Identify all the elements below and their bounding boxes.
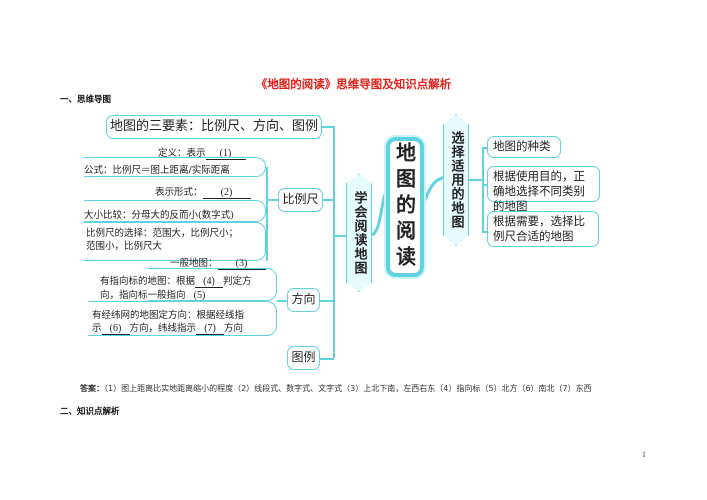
direction-grid-bracket (88, 301, 277, 336)
scale-definition: 定义：表示(1) (158, 145, 246, 160)
blank-7: (7) (196, 324, 225, 335)
connector-line (333, 235, 347, 237)
page-number: 1 (642, 450, 646, 459)
connector-line (266, 167, 268, 261)
connector-line (266, 199, 278, 201)
blank-6: (6) (101, 324, 130, 335)
answer-label: 答案： (80, 384, 104, 393)
document-title: 《地图的阅读》思维导图及知识点解析 (255, 77, 452, 91)
node-choose-by-scale: 根据需要，选择比例尺合适的地图 (487, 211, 599, 247)
scale-formula-bracket (84, 157, 266, 177)
connector-curve (422, 175, 446, 204)
answer-text: （1）图上距离比实地距离缩小的程度（2）线段式、数字式、文字式（3）上北下南，左… (104, 384, 592, 393)
connector-line (320, 358, 334, 360)
scale-size-compare: 大小比较：分母大的反而小(数字式) (84, 210, 234, 221)
node-learn-to-read-map: 学会阅读地图 (346, 174, 372, 292)
connector-line (277, 300, 287, 302)
answer-line: 答案：（1）图上距离比实地距离缩小的程度（2）线段式、数字式、文字式（3）上北下… (80, 383, 592, 394)
blank-4: (4) (195, 277, 224, 288)
blank-3: (3) (217, 259, 266, 270)
connector-line (320, 126, 334, 128)
direction-general: 一般地图：(3) (170, 255, 266, 270)
direction-arrow-bracket (148, 268, 277, 301)
node-three-elements: 地图的三要素：比例尺、方向、图例 (106, 115, 322, 139)
blank-1: (1) (205, 149, 246, 160)
connector-line (333, 126, 335, 358)
blank-2: (2) (202, 188, 251, 199)
node-choose-suitable-map: 选择适用的地图 (443, 114, 469, 246)
scale-selection-line1: 比例尺的选择：范围大，比例尺小； (86, 228, 239, 239)
central-topic: 地图的阅读 (386, 137, 424, 277)
connector-line (315, 199, 334, 201)
connector-line (318, 300, 334, 302)
section-heading-mindmap: 一、思维导图 (60, 95, 112, 105)
scale-formula: 公式：比例尺＝图上距离/实际距离 (84, 165, 230, 176)
node-direction: 方向 (287, 288, 320, 312)
node-choose-by-purpose: 根据使用目的，正确地选择不同类别的地图 (487, 166, 600, 213)
scale-forms: 表示形式：(2) (155, 184, 251, 199)
node-map-types: 地图的种类 (487, 136, 561, 158)
scale-compare-bracket (84, 200, 266, 222)
direction-arrow-line2: 向，指向标一般指向(5) (100, 287, 214, 302)
connector-line (482, 147, 484, 232)
connector-line (482, 184, 488, 186)
connector-line (482, 147, 488, 149)
scale-selection-bracket (84, 222, 266, 261)
connector-line (469, 179, 483, 181)
direction-grid-line1: 有经纬网的地图定方向：根据经线指 (92, 310, 245, 321)
connector-line (482, 231, 488, 233)
section-heading-knowledge: 二、知识点解析 (60, 407, 120, 417)
direction-arrow-line1: 有指向标的地图：根据(4)判定方 (100, 276, 252, 288)
node-scale: 比例尺 (278, 188, 323, 212)
scale-selection-line2: 范围小，比例尺大 (86, 241, 163, 252)
node-legend: 图例 (287, 346, 320, 370)
direction-grid-line2: 示(6)方向，纬线指示(7)方向 (92, 323, 244, 335)
